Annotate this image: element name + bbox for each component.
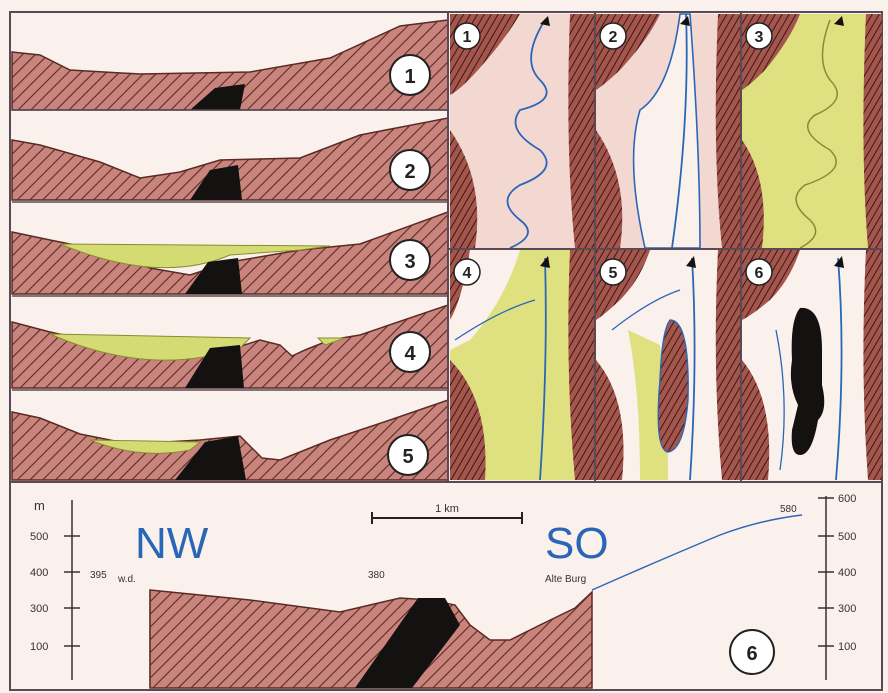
map-panel-1: 1 [450,14,594,248]
map-panel-number: 1 [463,29,472,46]
map-panel-number: 3 [755,29,764,46]
right-axis-tick: 600 [838,493,856,505]
map-panel-number: 6 [755,265,764,282]
scale-bar-label: 1 km [435,503,459,515]
cross-section-1: 1 [12,18,448,110]
cross-section-3: 3 [12,212,448,296]
left-axis-tick: 500 [30,531,48,543]
right-axis-tick: 500 [838,531,856,543]
cross-section-number: 2 [404,161,415,183]
cross-section-number: 3 [404,251,415,273]
cross-section-4: 4 [12,305,448,390]
map-panel-number: 4 [463,265,472,282]
map-panel-2: 2 [596,14,740,248]
map-panel-4: 4 [450,250,594,480]
map-panel-6: 6 [742,250,882,480]
direction-nw-label: NW [135,519,209,568]
right-axis-tick: 100 [838,641,856,653]
cross-section-2: 2 [12,118,448,202]
locality-annotation: Alte Burg [545,574,586,585]
cross-section-number: 1 [404,66,415,88]
elevation-annotation: 395 [90,570,107,581]
profile-section: m 500 400 300 100 600 500 400 300 100 NW… [12,484,880,688]
left-axis-tick: 100 [30,641,48,653]
map-panel-5: 5 [596,250,740,480]
map-panel-3: 3 [742,14,882,248]
map-panel-number: 2 [609,29,618,46]
left-axis-tick: 300 [30,603,48,615]
right-axis-tick: 300 [838,603,856,615]
map-panel-number: 5 [609,265,618,282]
cross-section-number: 4 [404,343,416,365]
elevation-annotation: 580 [780,504,797,515]
left-axis-unit: m [34,498,45,513]
cross-section-5: 5 [12,400,448,482]
direction-so-label: SO [545,519,609,568]
cross-section-number: 5 [402,446,413,468]
left-axis-tick: 400 [30,567,48,579]
profile-step-number: 6 [746,643,757,665]
locality-annotation: w.d. [117,574,136,585]
elevation-annotation: 380 [368,570,385,581]
right-axis-tick: 400 [838,567,856,579]
